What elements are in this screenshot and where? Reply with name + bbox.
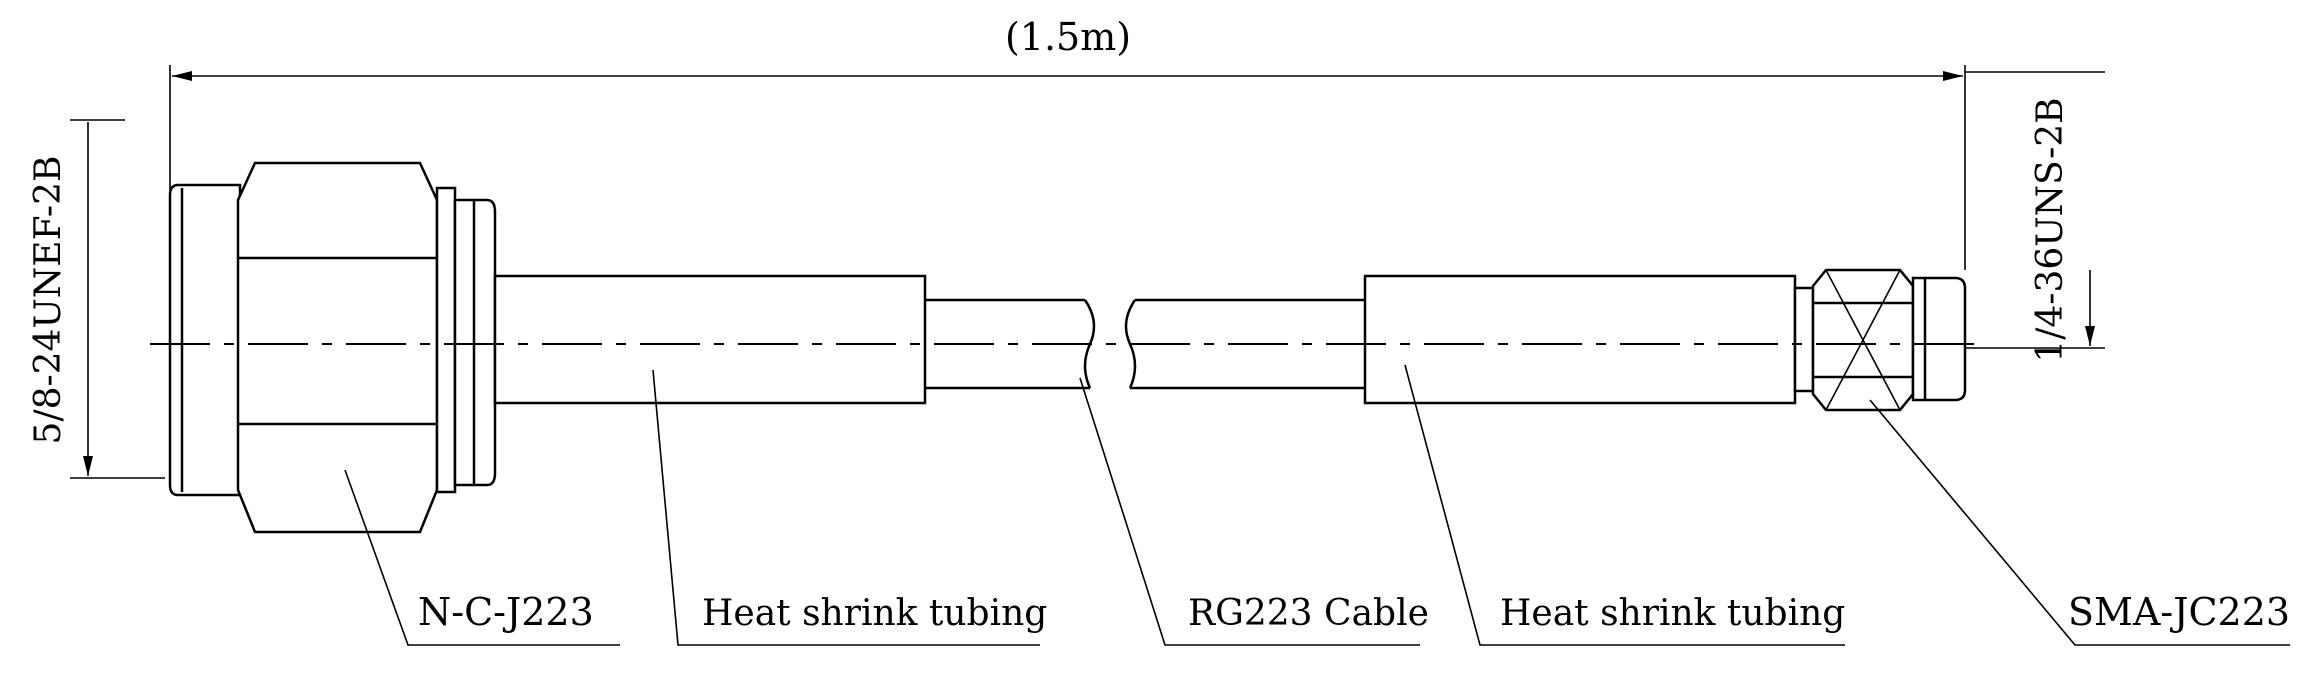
label-left-tubing: Heat shrink tubing	[702, 593, 1047, 634]
callout-labels: N-C-J223 Heat shrink tubing RG223 Cable …	[418, 590, 2290, 634]
n-connector-left	[168, 161, 497, 534]
right-thread-dimension: 1/4-36UNS-2B	[1965, 71, 2105, 363]
sma-hex-chamfer-cross	[1825, 269, 1901, 411]
sma-connector-right	[1793, 268, 1967, 412]
label-cable: RG223 Cable	[1188, 593, 1429, 634]
cable-segment-right	[1130, 298, 1365, 390]
leader-sma-connector	[1869, 399, 2290, 646]
leader-left-tubing	[652, 369, 1040, 646]
leader-cable	[1079, 377, 1420, 646]
overall-length-dimension: (1.5m)	[169, 15, 1966, 270]
label-right-tubing: Heat shrink tubing	[1500, 593, 1845, 634]
cable-segment-left	[925, 298, 1090, 390]
left-thread-dimension: 5/8-24UNEF-2B	[28, 119, 165, 479]
heat-shrink-tubing-right	[1363, 274, 1797, 405]
callout-leaders	[344, 364, 2290, 646]
n-connector-rear-collar	[435, 186, 457, 494]
overall-length-label: (1.5m)	[1005, 15, 1131, 59]
leader-right-tubing	[1404, 364, 1845, 646]
right-thread-label: 1/4-36UNS-2B	[2030, 97, 2071, 362]
label-n-connector: N-C-J223	[418, 590, 594, 634]
n-connector-front-body	[168, 183, 242, 497]
left-thread-label: 5/8-24UNEF-2B	[28, 156, 69, 445]
label-sma-connector: SMA-JC223	[2068, 590, 2290, 634]
leader-n-connector	[344, 469, 620, 646]
heat-shrink-tubing-left	[493, 274, 927, 405]
n-connector-hex-nut	[236, 161, 439, 534]
sma-connector-coupling-body	[1911, 276, 1967, 402]
sma-connector-crimp-ring	[1793, 286, 1815, 393]
